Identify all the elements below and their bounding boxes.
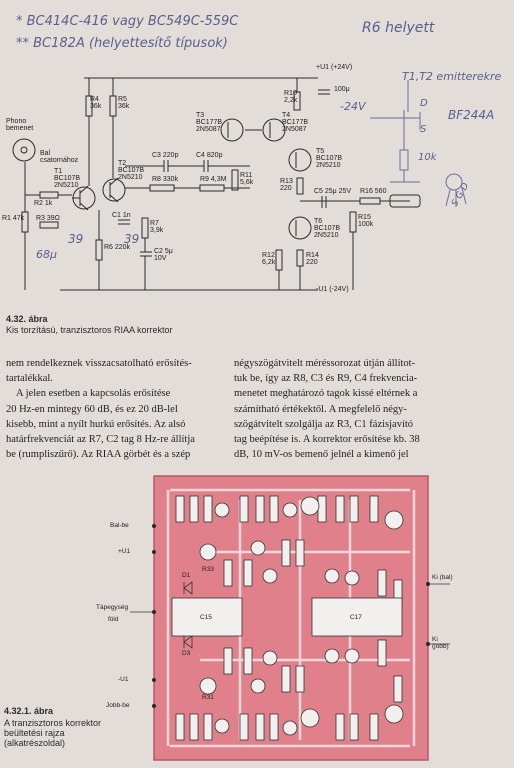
r10-label: R10 2,2k (284, 90, 298, 104)
handwritten-note-8: S (420, 124, 427, 135)
text-line: 20 Hz-en mintegy 60 dB, és ez 20 dB-lel (6, 403, 178, 415)
r13-label: R13 220 (280, 178, 293, 192)
figure2-caption-line: A tranzisztoros korrektor (4, 718, 102, 728)
r6-label: R6 220k (104, 244, 131, 251)
r5-label: R5 36k (118, 96, 130, 110)
t5-label: T5 BC107B 2N5210 (316, 148, 343, 169)
c4-label: C4 820p (196, 152, 223, 159)
t4-label: T4 BC177B 2N5087 (282, 112, 309, 133)
text-line: kisebb, mint a nyílt hurkú erősítés. Az … (6, 418, 186, 430)
pcb-label-tapegyseg: Tápegység (96, 604, 129, 611)
handwritten-note-2: ** BC182A (helyettesítő típusok) (16, 36, 228, 51)
supply-neg-label: -U1 (-24V) (316, 286, 349, 293)
c3-label: C3 220p (152, 152, 179, 159)
pcb-label-u1-minus: -U1 (118, 676, 129, 683)
figure1-number: 4.32. ábra (6, 314, 48, 324)
figure2-caption: A tranzisztoros korrektor beültetési raj… (4, 718, 101, 748)
c2-label: C2 5μ 10V (154, 248, 173, 262)
c1-label: C1 1n (112, 212, 131, 219)
text-line: A jelen esetben a kapcsolás erősítése (16, 388, 171, 400)
figure1-caption: Kis torzítású, tranzisztoros RIAA korrek… (6, 325, 173, 335)
handwritten-note-1: * BC414C-416 vagy BC549C-559C (16, 14, 239, 29)
phono-label: Phono bemenet (6, 118, 34, 132)
handwritten-note-9: 10k (418, 152, 437, 163)
text-line: négyszögátvitelt méréssorozat útján állí… (234, 358, 416, 369)
figure2-caption-line: beültetési rajza (4, 728, 65, 738)
text-line: tartalékkal. (6, 373, 53, 385)
text-line: nem rendelkeznek visszacsatolható erősít… (6, 358, 192, 369)
r4-label: R4 36k (90, 96, 102, 110)
handwritten-note-7: D (420, 98, 428, 109)
r1-label: R1 47k (2, 215, 25, 222)
text-line: be (rumpliszűrő). Az RIAA görbét és a sz… (6, 449, 191, 461)
t3-label: T3 BC177B 2N5087 (196, 112, 223, 133)
text-line: határfrekvenciát az R7, C2 tag 8 Hz-re á… (6, 434, 195, 446)
text-line: számítható értékektől. A megfelelő négy- (234, 403, 407, 415)
pcb-label-r33: R33 (202, 566, 214, 573)
t6-label: T6 BC107B 2N5210 (314, 218, 341, 239)
text-column-2: négyszögátvitelt méréssorozat útján állí… (234, 356, 456, 462)
text-line: tuk be, így az R8, C3 és R9, C4 frekvenc… (234, 373, 418, 385)
handwritten-note-13: 68μ (36, 248, 57, 261)
r3-label: R3 39Ω (36, 215, 60, 222)
pcb-label-bal-be: Bal-be (110, 522, 129, 529)
r14-label: R14 220 (306, 252, 319, 266)
handwritten-note-11: 39 (68, 232, 84, 246)
pcb-label-d3: D3 (182, 650, 191, 657)
r7-label: R7 3,9k (150, 220, 164, 234)
t2-label: T2 BC107B 2N5210 (118, 160, 145, 181)
pcb-label-u1-plus: +U1 (118, 548, 131, 555)
r12-label: R12 6,2k (262, 252, 276, 266)
figure2-caption-line: (alkatrészoldal) (4, 738, 66, 748)
text-line: dB, 10 mV-os bemenő jelnél a kimenő jel (234, 449, 409, 461)
text-line: tag beépítése is. A korrektor erősítése … (234, 434, 420, 446)
pcb-label-r31: R31 (202, 694, 214, 701)
r9-label: R9 4,3M (200, 176, 227, 183)
handwritten-note-5: -24V (340, 100, 366, 113)
c5-label: C5 25μ 25V (314, 188, 352, 195)
handwritten-note-3: R6 helyett (362, 20, 435, 36)
handwritten-note-12: 39 (124, 232, 140, 246)
r16-label: R16 560 (360, 188, 387, 195)
pcb-label-c17: C17 (350, 614, 362, 621)
figure2-number: 4.32.1. ábra (4, 706, 54, 716)
bal-label: Bal csatornához (40, 150, 79, 164)
supply-pos-label: +U1 (+24V) (316, 64, 353, 71)
r11-label: R11 5,6k (240, 172, 254, 186)
pcb-label-ki-bal: Ki (bal) (432, 574, 453, 581)
riaa-schematic (12, 77, 467, 291)
r8-label: R8 330k (152, 176, 179, 183)
pcb-label-fold: föld (108, 616, 119, 623)
r15-label: R15 100k (358, 214, 374, 228)
r2-label: R2 1k (34, 200, 53, 207)
cap100-label: 100μ (334, 86, 350, 93)
pcb-label-ki-jobb: Ki (jobb) (432, 636, 449, 650)
pcb-label-c15: C15 (200, 614, 212, 621)
pcb-label-jobb-be: Jobb-be (106, 702, 130, 709)
text-column-1: nem rendelkeznek visszacsatolható erősít… (6, 356, 228, 462)
t1-label: T1 BC107B 2N5210 (54, 168, 81, 189)
pcb-label-d1: D1 (182, 572, 191, 579)
text-line: szögátvitelt szolgálja az R3, C1 fázisja… (234, 418, 414, 430)
text-line: menetet meghatározó tagok kissé eltérnek… (234, 388, 418, 400)
handwritten-note-4: T1,T2 emitterekre (402, 70, 502, 83)
handwritten-note-6: BF244A (448, 108, 495, 122)
